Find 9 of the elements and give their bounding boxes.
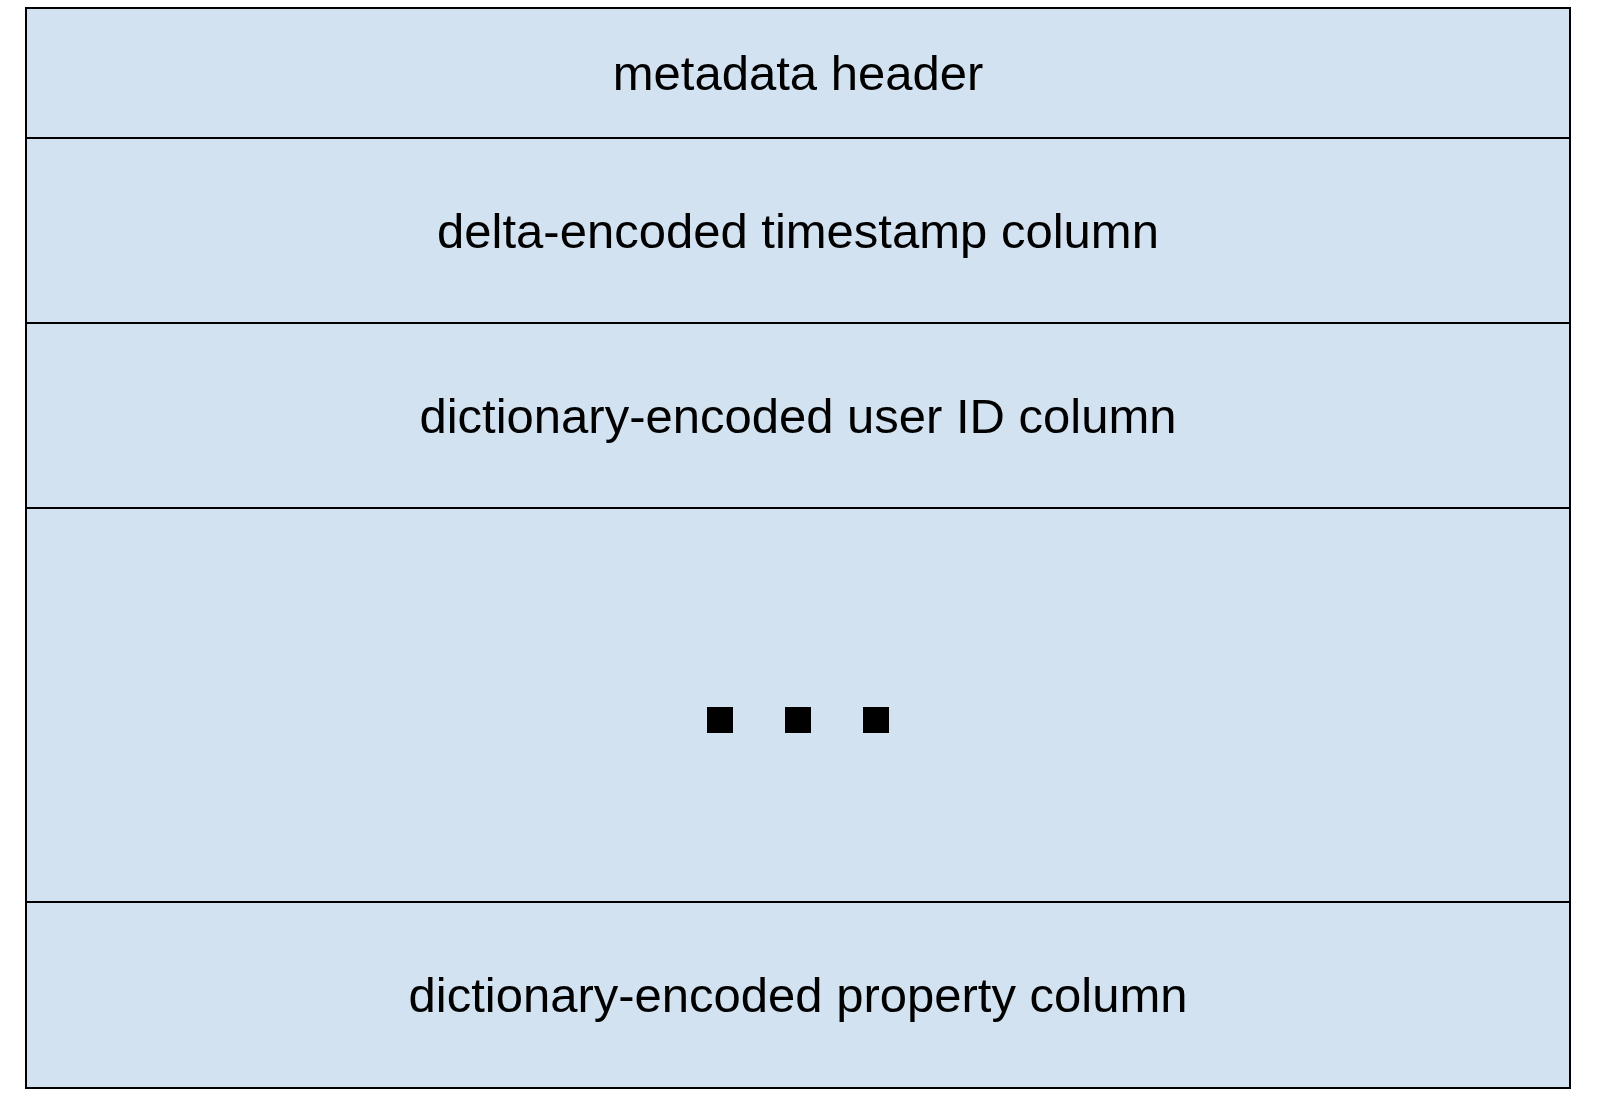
- band-label: delta-encoded timestamp column: [437, 202, 1159, 259]
- band-label: dictionary-encoded property column: [408, 967, 1188, 1023]
- layout-band: [25, 901, 1571, 1089]
- band-label: metadata header: [612, 45, 984, 101]
- layout-band: [25, 507, 1571, 903]
- layout-band: [25, 322, 1571, 509]
- layout-band: [25, 7, 1571, 139]
- layout-band: [25, 137, 1571, 324]
- band-label: dictionary-encoded user ID column: [419, 387, 1177, 444]
